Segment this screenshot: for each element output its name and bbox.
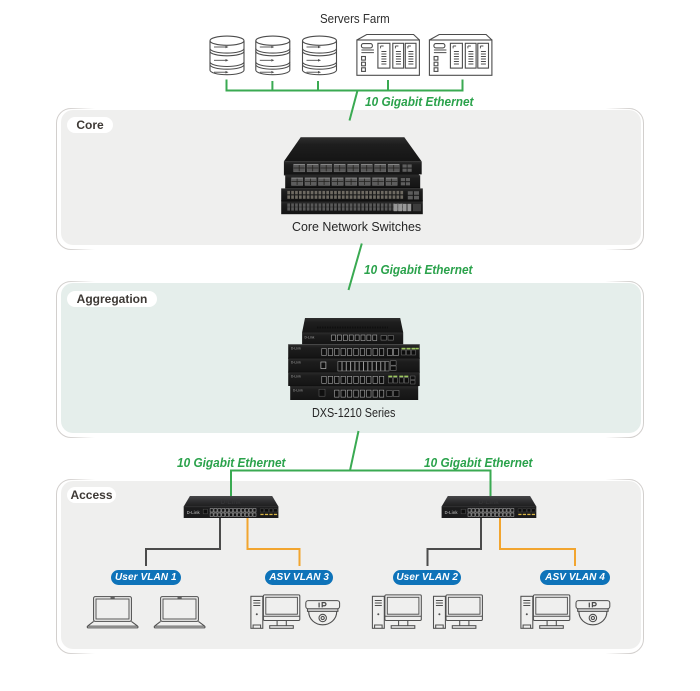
svg-text:D-Link: D-Link (291, 374, 301, 378)
svg-text:D-Link: D-Link (293, 388, 303, 392)
svg-text:D-Link: D-Link (291, 360, 301, 364)
svg-text:D-Link: D-Link (305, 336, 315, 340)
svg-text:D-Link: D-Link (291, 347, 301, 351)
